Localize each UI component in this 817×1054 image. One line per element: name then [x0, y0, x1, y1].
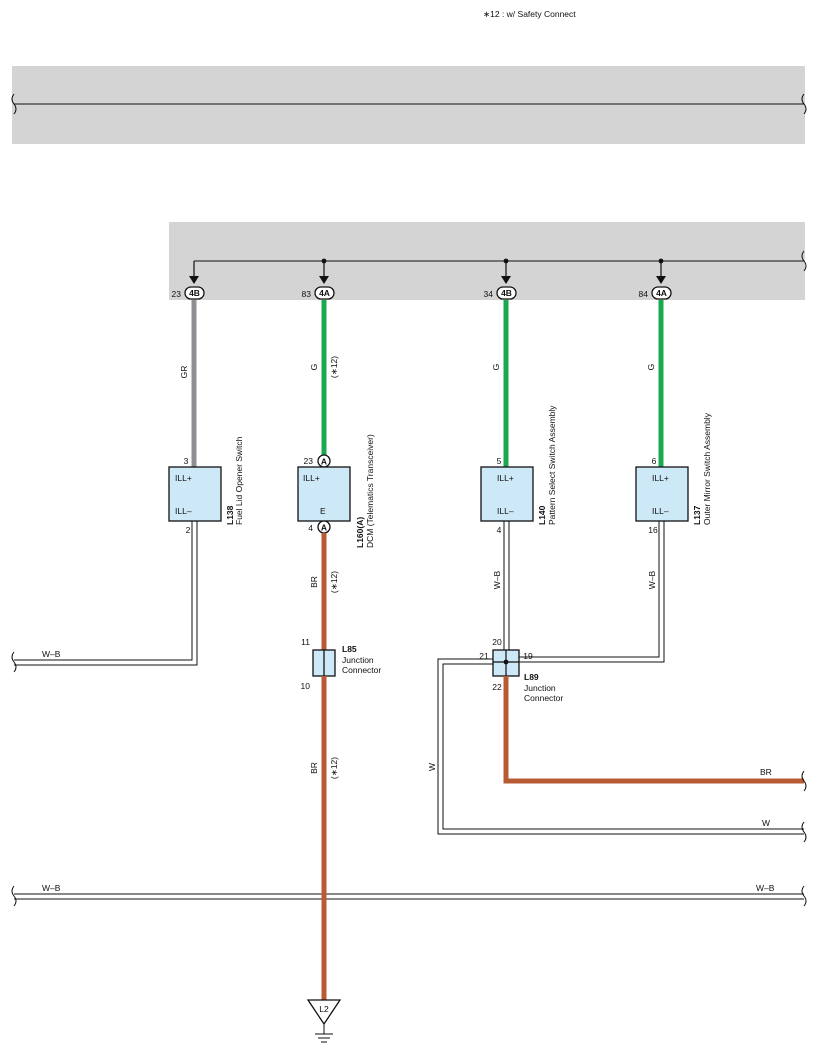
- svg-text:34: 34: [484, 289, 494, 299]
- svg-text:4A: 4A: [656, 288, 667, 298]
- svg-text:Pattern Select Switch Assembly: Pattern Select Switch Assembly: [547, 405, 557, 525]
- junction-dots: [321, 258, 664, 264]
- svg-text:10: 10: [301, 681, 311, 691]
- svg-text:L160(A): L160(A): [355, 517, 365, 548]
- wire-label-br-right: BR: [760, 767, 772, 777]
- wire-label-g-dcm: G: [309, 364, 319, 371]
- svg-text:11: 11: [301, 637, 310, 647]
- svg-text:23: 23: [172, 289, 182, 299]
- wire-br-l89: [503, 676, 804, 784]
- wire-label-w-right: W: [762, 818, 770, 828]
- connector-84-4a: 4A 84: [639, 286, 672, 300]
- break-mark-w-right: [801, 821, 807, 843]
- wire-label-wb-l140: W–B: [492, 570, 502, 589]
- wire-label-option-3: (∗12): [329, 757, 339, 779]
- wire-label-g-l137: G: [646, 364, 656, 371]
- svg-text:84: 84: [639, 289, 649, 299]
- svg-text:22: 22: [492, 682, 502, 692]
- wire-wb-l138: [14, 521, 198, 666]
- svg-text:2: 2: [186, 525, 191, 535]
- svg-text:A: A: [321, 523, 327, 533]
- wire-w-loop: [437, 658, 804, 835]
- wire-label-br-upper: BR: [309, 576, 319, 588]
- wire-label-g-l140: G: [491, 364, 501, 371]
- svg-text:6: 6: [652, 456, 657, 466]
- junction-l89: 20 21 19 22 L89 Junction Connector: [479, 637, 563, 703]
- break-mark-wb-bottom-left: [11, 885, 17, 907]
- svg-text:5: 5: [497, 456, 502, 466]
- svg-text:4: 4: [308, 523, 313, 533]
- component-l138: 3 ILL+ ILL– 2 L138 Fuel Lid Opener Switc…: [168, 436, 244, 535]
- connector-23-4b: 4B 23: [172, 286, 205, 300]
- svg-text:L140: L140: [537, 505, 547, 525]
- svg-text:L137: L137: [692, 505, 702, 525]
- svg-text:3: 3: [184, 456, 189, 466]
- svg-text:ILL+: ILL+: [497, 473, 514, 483]
- svg-text:L89: L89: [524, 672, 539, 682]
- svg-text:4B: 4B: [189, 288, 200, 298]
- break-mark-right: [801, 93, 807, 115]
- wire-label-option-1: (∗12): [329, 356, 339, 378]
- wire-label-wb-bottom-left: W–B: [42, 883, 61, 893]
- svg-text:ILL+: ILL+: [652, 473, 669, 483]
- component-l160-dcm: A 23 ILL+ E A 4 L160(A) DCM (Telematics …: [297, 434, 375, 548]
- wire-wb-l137: [519, 521, 665, 663]
- connector-34-4b: 4B 34: [484, 286, 517, 300]
- junction-l85: 11 10 L85 Junction Connector: [301, 637, 382, 691]
- svg-text:Junction: Junction: [524, 683, 556, 693]
- break-mark-wb-bottom-right: [801, 885, 807, 907]
- svg-text:A: A: [321, 457, 327, 467]
- wire-label-option-2: (∗12): [329, 571, 339, 593]
- svg-text:20: 20: [492, 637, 502, 647]
- upper-harness-band: [12, 66, 805, 144]
- connector-83-4a: 4A 83: [302, 286, 335, 300]
- svg-text:Connector: Connector: [524, 693, 563, 703]
- svg-text:L85: L85: [342, 644, 357, 654]
- svg-text:ILL+: ILL+: [175, 473, 192, 483]
- wire-label-w-vertical: W: [427, 763, 437, 771]
- svg-text:4B: 4B: [501, 288, 512, 298]
- wire-label-wb-l137: W–B: [647, 570, 657, 589]
- arrow-heads: [189, 276, 666, 284]
- svg-text:23: 23: [304, 456, 314, 466]
- option-note: ∗12 : w/ Safety Connect: [483, 9, 576, 19]
- svg-text:Fuel Lid Opener Switch: Fuel Lid Opener Switch: [234, 436, 244, 525]
- break-mark-wb-left: [11, 651, 17, 673]
- svg-text:ILL–: ILL–: [497, 506, 514, 516]
- wire-label-wb-bottom-right: W–B: [756, 883, 775, 893]
- svg-text:E: E: [320, 506, 326, 516]
- svg-text:21: 21: [479, 651, 489, 661]
- svg-text:Junction: Junction: [342, 655, 374, 665]
- wire-label-gr: GR: [179, 366, 189, 379]
- svg-text:L138: L138: [225, 505, 235, 525]
- svg-text:4: 4: [497, 525, 502, 535]
- wire-wb-bottom: [14, 893, 804, 900]
- break-mark-br-right: [801, 770, 807, 792]
- svg-text:ILL–: ILL–: [175, 506, 192, 516]
- wire-label-wb-left: W–B: [42, 649, 61, 659]
- svg-text:19: 19: [523, 651, 533, 661]
- svg-text:DCM (Telematics Transceiver): DCM (Telematics Transceiver): [365, 434, 375, 548]
- wire-wb-l140: [503, 521, 510, 651]
- svg-text:L2: L2: [319, 1004, 329, 1014]
- svg-text:ILL+: ILL+: [303, 473, 320, 483]
- component-l140: 5 ILL+ ILL– 4 L140 Pattern Select Switch…: [480, 405, 557, 535]
- svg-text:Connector: Connector: [342, 665, 381, 675]
- svg-text:4A: 4A: [319, 288, 330, 298]
- svg-text:16: 16: [648, 525, 658, 535]
- svg-text:83: 83: [302, 289, 312, 299]
- svg-text:ILL–: ILL–: [652, 506, 669, 516]
- break-mark-bus: [801, 250, 807, 272]
- svg-text:Outer Mirror Switch Assembly: Outer Mirror Switch Assembly: [702, 412, 712, 525]
- component-l137: 6 ILL+ ILL– 16 L137 Outer Mirror Switch …: [635, 412, 712, 535]
- wire-label-br-lower: BR: [309, 762, 319, 774]
- ground-l2: L2: [306, 999, 342, 1043]
- break-mark-left: [11, 93, 17, 115]
